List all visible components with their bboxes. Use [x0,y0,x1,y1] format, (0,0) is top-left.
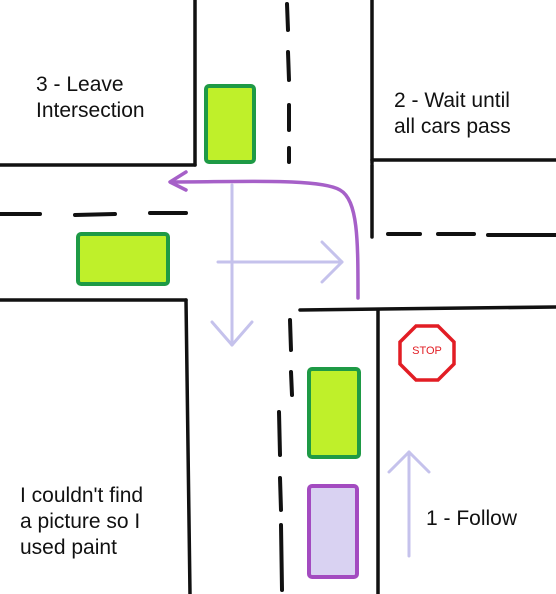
paint-note-line-1: I couldn't find [20,484,144,507]
step-2-label: 2 - Wait until all cars pass [394,88,511,140]
paint-note-line-3: used paint [20,536,117,559]
stop-sign-text: STOP [412,345,442,357]
step-3-line-2: Intersection [36,99,145,122]
car-following [307,484,359,579]
up-arrow-icon [387,450,431,558]
car-leaving-intersection [204,84,256,164]
step-3-line-1: 3 - Leave [36,73,124,96]
car-waiting [307,367,361,459]
stop-sign-icon: STOP [398,324,456,382]
step-3-label: 3 - Leave Intersection [36,72,145,124]
step-1-label: 1 - Follow [426,506,517,532]
cross-arrows-icon [210,183,344,347]
left-turn-arrow-icon [168,170,360,300]
car-left-road [76,232,170,286]
paint-note-line-2: a picture so I [20,510,141,533]
step-1-text: 1 - Follow [426,507,518,530]
paint-note: I couldn't find a picture so I used pain… [20,483,143,561]
step-2-line-2: all cars pass [394,115,511,138]
step-2-line-1: 2 - Wait until [394,89,510,112]
